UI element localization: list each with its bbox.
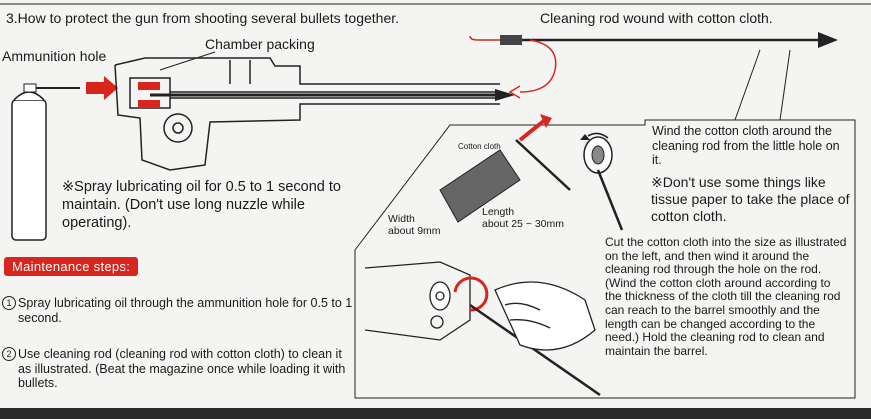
maintenance-steps-badge: Maintenance steps: (4, 257, 139, 276)
bottom-bar (0, 408, 871, 419)
ammunition-hole-label: Ammunition hole (2, 48, 107, 64)
step-text: Spray lubricating oil through the ammuni… (18, 296, 353, 325)
spray-can-icon (11, 83, 80, 241)
cotton-cloth-label: Cotton cloth (458, 142, 501, 151)
chamber-packing-icon (138, 51, 216, 108)
step-number: 1 (2, 296, 16, 310)
maintenance-step-1: 1 Spray lubricating oil through the ammu… (2, 296, 358, 325)
step-number: 2 (2, 347, 16, 361)
width-label: Width about 9mm (388, 213, 441, 237)
winding-tip-icon (580, 132, 624, 231)
hand-cleaning-icon (364, 261, 601, 397)
connector-dot (469, 35, 479, 41)
wind-note: Wind the cotton cloth around the cleanin… (652, 124, 840, 167)
spray-arrow-icon (86, 76, 118, 100)
barrel-rod-icon (150, 89, 515, 101)
step-text: Use cleaning rod (cleaning rod with cott… (18, 347, 346, 390)
length-title: Length (482, 206, 515, 218)
rod-caption: Cleaning rod wound with cotton cloth. (540, 10, 773, 26)
connector-curve-icon (519, 39, 557, 93)
width-value: about 9mm (388, 225, 441, 237)
width-title: Width (388, 213, 415, 225)
length-value: about 25 ~ 30mm (482, 218, 565, 230)
cut-note: Cut the cotton cloth into the size as il… (605, 235, 847, 358)
maintenance-step-2: 2 Use cleaning rod (cleaning rod with co… (2, 347, 358, 391)
length-label: Length about 25 ~ 30mm (482, 206, 564, 230)
spray-note: ※Spray lubricating oil for 0.5 to 1 seco… (62, 179, 341, 231)
gun-chamber-icon (114, 57, 500, 171)
chamber-packing-label: Chamber packing (205, 36, 315, 52)
section-title: 3.How to protect the gun from shooting s… (6, 10, 400, 26)
cleaning-rod-icon (478, 32, 838, 48)
dont-note: ※Don't use some things like tissue paper… (651, 174, 850, 224)
callout-frame (354, 119, 856, 399)
cotton-cloth-icon (439, 114, 571, 223)
